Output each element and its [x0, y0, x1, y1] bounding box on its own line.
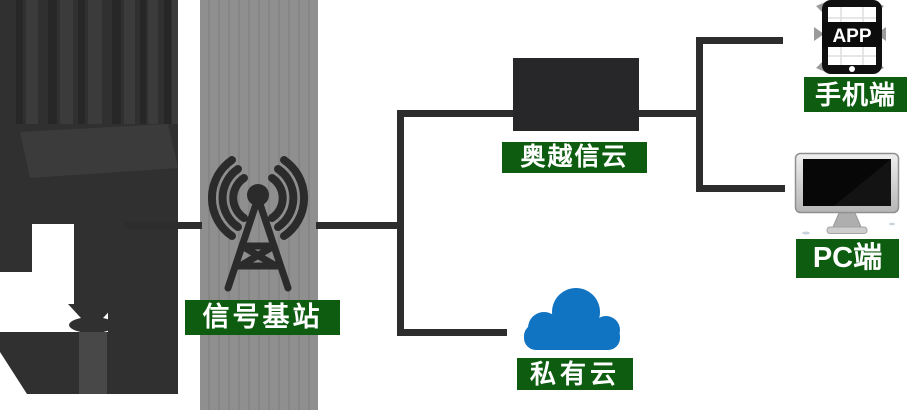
- connector-base-to-branch: [316, 222, 404, 229]
- connector-branch-to-private-cloud: [397, 329, 507, 336]
- app-badge: APP: [832, 26, 871, 47]
- branch-vertical-right: [696, 37, 703, 192]
- connector-branch-to-mobile: [696, 37, 783, 44]
- base-station-label: 信号基站: [185, 300, 340, 335]
- cloud-icon: [524, 288, 620, 350]
- monitor-icon: [794, 152, 900, 235]
- server-box-icon: [513, 58, 639, 131]
- private-cloud-label: 私有云: [517, 358, 633, 390]
- connector-brand-cloud-to-branch: [639, 110, 703, 117]
- smartphone-icon: APP: [814, 0, 886, 74]
- connector-station-to-base: [124, 222, 202, 229]
- branch-vertical-left: [397, 110, 404, 336]
- connector-branch-to-brand-cloud: [397, 110, 514, 117]
- pc-label: PC端: [796, 239, 899, 278]
- connector-branch-to-pc: [696, 185, 785, 192]
- home-button-dot: [849, 66, 855, 72]
- mobile-label: 手机端: [804, 77, 907, 112]
- brand-cloud-label: 奥越信云: [502, 142, 647, 173]
- weather-station-silhouette: [0, 0, 178, 394]
- signal-tower-icon: [207, 156, 309, 292]
